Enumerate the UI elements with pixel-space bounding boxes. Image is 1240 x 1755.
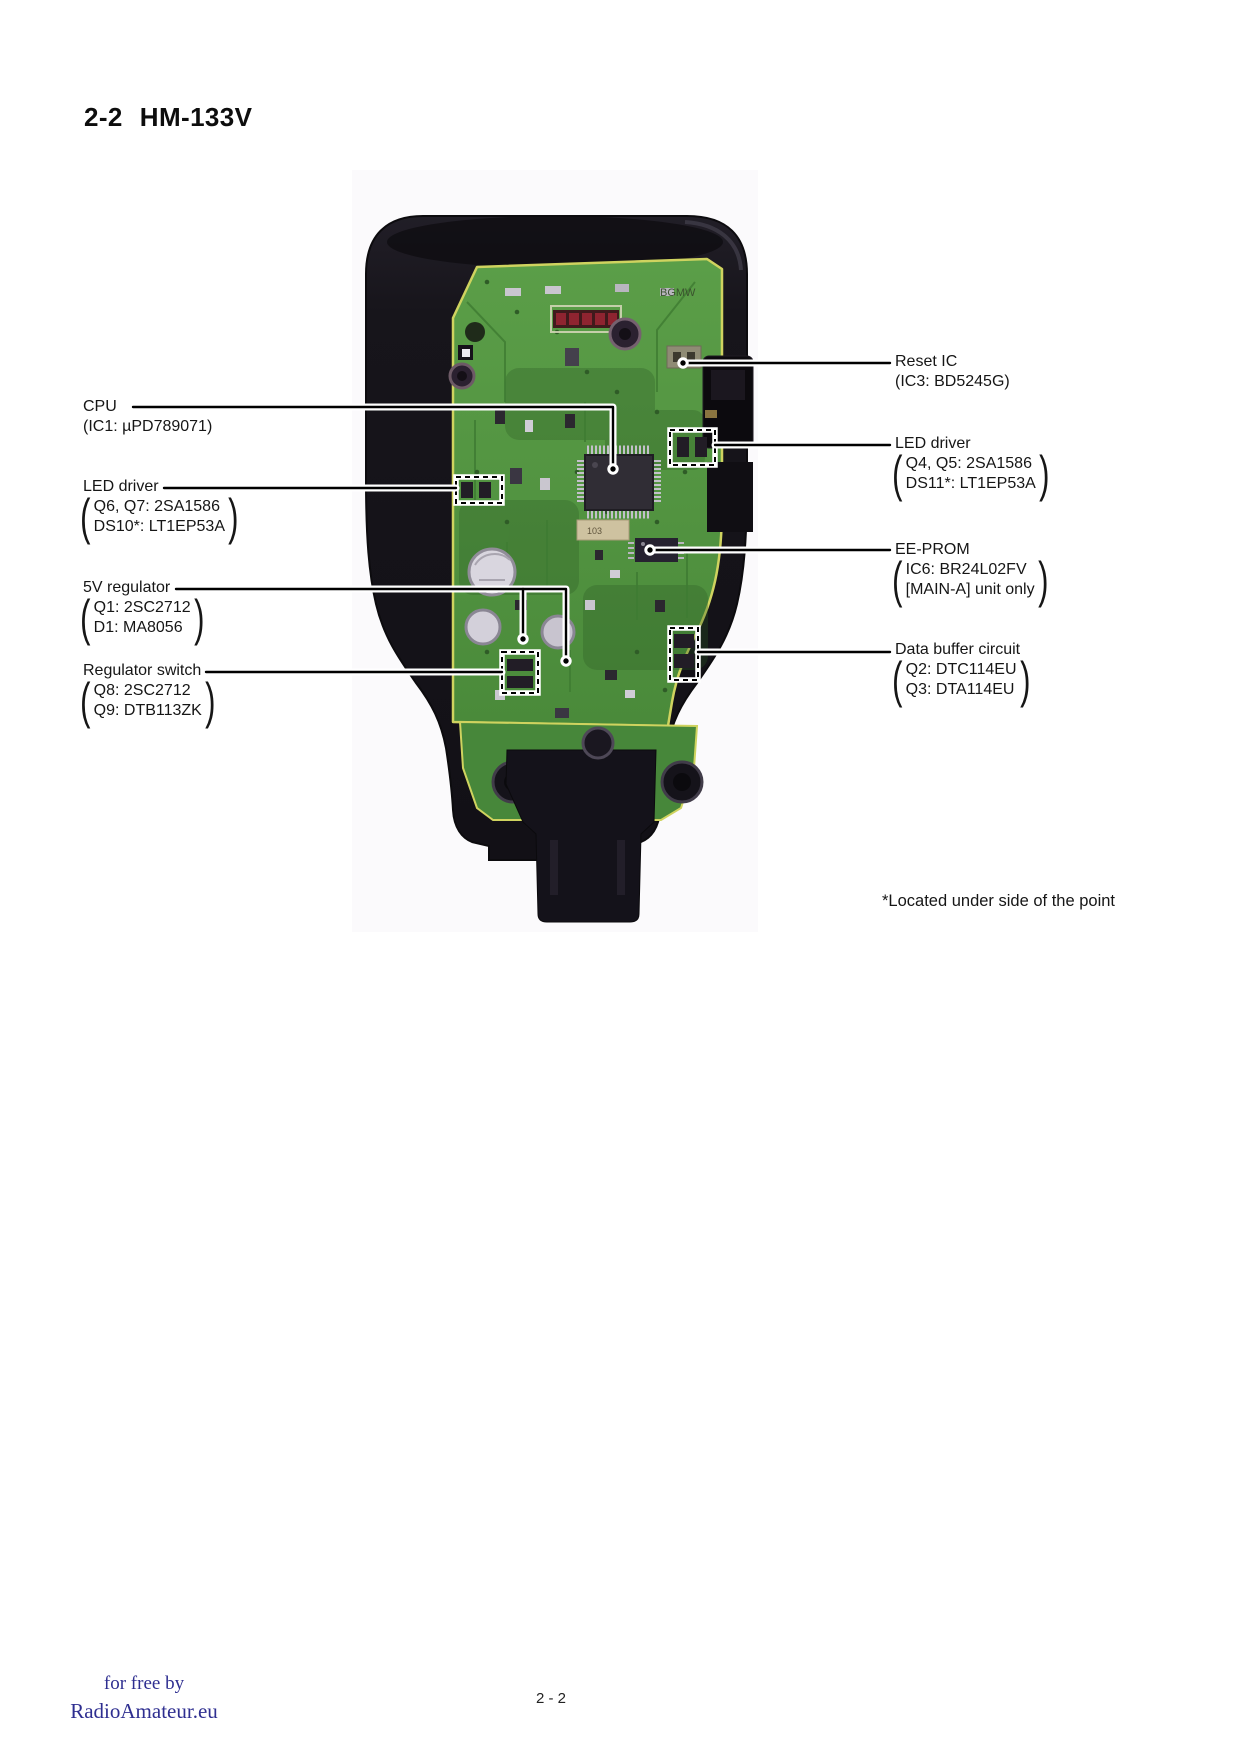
component-location-diagram: BGMW [129,215,894,923]
resistor-network: 103 [576,519,630,541]
callout-title: 5V regulator [83,579,171,596]
paren-open: ( [892,552,903,608]
paren-close: ) [193,590,205,646]
callout-title: LED driver [83,478,159,495]
callout-eeprom: EE-PROM ( IC6: BR24L02FV [MAIN-A] unit o… [892,540,1051,605]
callout-detail-line: Q2: DTC114EU [905,661,1017,678]
header-connector [550,305,622,333]
callout-dots [517,357,689,667]
paren-close: ) [1037,552,1049,608]
paren-close: ) [1038,446,1050,502]
paren-close: ) [205,673,216,729]
callout-title: EE-PROM [895,541,970,558]
callout-led-driver-right: LED driver ( Q4, Q5: 2SA1586 DS11*: LT1E… [892,434,1052,499]
callout-detail-line: Q8: 2SC2712 [93,682,191,699]
watermark-line1: for free by [103,1673,185,1694]
callout-detail: ( Q1: 2SC2712 D1: MA8056 ) [77,590,207,646]
footnote: *Located under side of the point [882,892,1116,910]
callout-detail-line: IC6: BR24L02FV [905,561,1027,578]
callout-5v-regulator: 5V regulator ( Q1: 2SC2712 D1: MA8056 ) [80,578,207,643]
callout-detail: (IC3: BD5245G) [895,373,1010,390]
callout-detail-line: DS11*: LT1EP53A [905,475,1036,492]
callout-detail: ( Q4, Q5: 2SA1586 DS11*: LT1EP53A ) [889,446,1052,502]
paren-open: ( [892,652,903,708]
board-marking-text: BGMW [660,287,696,299]
callout-detail: ( Q6, Q7: 2SA1586 DS10*: LT1EP53A ) [77,489,242,545]
callout-data-buffer: Data buffer circuit ( Q2: DTC114EU Q3: D… [892,640,1033,705]
callout-detail-line: Q3: DTA114EU [905,681,1015,698]
part-marking-text: 103 [587,526,602,536]
tail-highlight-left [550,840,558,895]
callout-cpu: CPU (IC1: µPD789071) [83,397,212,437]
callout-detail-line: Q6, Q7: 2SA1586 [93,498,220,515]
callout-detail-line: Q9: DTB113ZK [93,702,202,719]
callout-detail: (IC1: µPD789071) [83,418,213,435]
callout-title: Data buffer circuit [895,641,1021,658]
watermark-line2: RadioAmateur.eu [70,1699,218,1723]
callout-title: CPU [83,398,117,415]
callout-title: LED driver [895,435,971,452]
paren-close: ) [1019,652,1031,708]
callout-title: Regulator switch [83,662,202,679]
page-title: 2-2 HM-133V [84,102,252,133]
photo-sensor [458,345,473,360]
callout-detail-line: [MAIN-A] unit only [905,581,1035,598]
callout-detail-line: Q4, Q5: 2SA1586 [905,455,1032,472]
callout-detail-line: D1: MA8056 [93,619,183,636]
paren-open: ( [80,489,91,545]
screws [448,317,642,390]
callout-lines [129,359,894,676]
callout-detail-line: DS10*: LT1EP53A [93,518,225,535]
callout-detail-line: Q1: 2SC2712 [93,599,191,616]
callout-detail: ( Q8: 2SC2712 Q9: DTB113ZK ) [77,673,219,729]
paren-open: ( [892,446,903,502]
marked-components [461,437,707,688]
bottom-screw [581,726,615,760]
tail-highlight-right [617,840,625,895]
cpu-chip [577,445,661,519]
watermark: for free by RadioAmateur.eu [66,1671,222,1725]
callout-title: Reset IC [895,353,958,370]
callout-detail: ( Q2: DTC114EU Q3: DTA114EU ) [889,652,1033,708]
paren-open: ( [80,673,91,729]
callout-regulator-switch: Regulator switch ( Q8: 2SC2712 Q9: DTB11… [80,661,219,726]
page-number: 2 - 2 [535,1690,566,1707]
section-number: 2-2 [84,102,123,132]
callout-reset-ic: Reset IC (IC3: BD5245G) [895,352,1010,392]
callout-detail: ( IC6: BR24L02FV [MAIN-A] unit only ) [889,552,1051,608]
section-title: HM-133V [139,102,253,132]
housing-top-shadow [387,216,723,268]
callout-led-driver-left: LED driver ( Q6, Q7: 2SA1586 DS10*: LT1E… [80,477,242,542]
paren-close: ) [228,489,239,545]
paren-open: ( [80,590,91,646]
housing-highlight [684,220,743,271]
